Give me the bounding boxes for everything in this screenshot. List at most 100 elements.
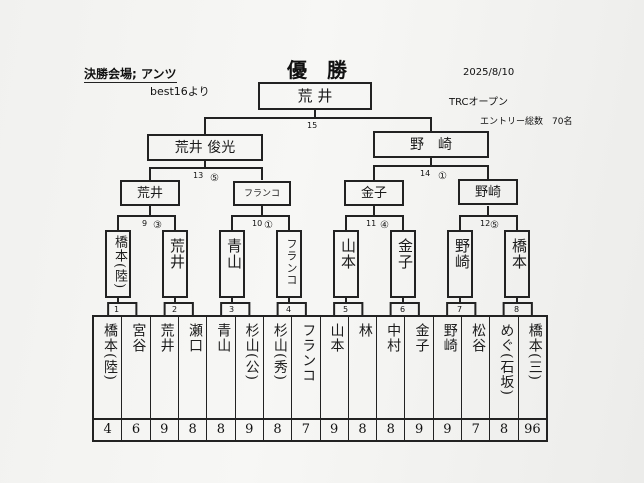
round16-name: 青山 [225,238,243,270]
player-score: 4 [94,420,123,440]
player-score: 6 [122,420,151,440]
semifinal-left-name: 荒井 俊光 [174,140,236,156]
player-name: 橋本(三) [526,323,543,381]
player-name: 杉山(秀) [271,323,288,381]
player-bracket-line [389,302,420,315]
player-cell: 橋本(三) [519,317,546,418]
player-name: 荒井 [158,323,175,353]
quarterfinal-match-no: 11 [366,219,377,228]
semifinal-right-match-no: 14 [420,169,431,178]
player-bracket-line [220,302,251,315]
player-bracket-line [446,302,477,315]
player-cell: 野崎 [434,317,463,418]
player-score: 9 [236,420,264,440]
round16-box-8: 橋本 [504,230,530,298]
player-bracket-line [333,302,364,315]
entries-label: エントリー総数 70名 [480,117,573,127]
subtitle-label: best16より [150,85,210,98]
round16-box-3: 青山 [219,230,245,298]
player-cell: 山本 [321,317,349,418]
player-score: 7 [462,420,491,440]
quarterfinal-name: 荒井 [136,186,163,201]
semifinal-left-score: ⑤ [210,173,219,184]
semifinal-bracket-line [204,117,432,134]
round16-bracket-line [231,215,290,230]
player-score: 8 [349,420,378,440]
quarterfinal-score: ① [264,220,273,231]
player-cell: 松谷 [462,317,491,418]
player-cell: 橋本(陸) [94,317,123,418]
player-cell: 荒井 [151,317,179,418]
quarterfinal-score: ⑤ [490,220,499,231]
quarterfinal-bracket-line [373,165,489,180]
semifinal-right-name: 野 崎 [410,137,452,153]
quarterfinal-name: 金子 [360,186,387,201]
quarterfinal-name: フランコ [243,189,280,199]
player-cell: 中村 [377,317,406,418]
quarterfinal-box-4: 野崎 [458,179,518,205]
player-bracket-line [276,302,307,315]
round16-match-no: 1 [114,305,120,314]
round16-name: 荒井 [168,238,186,270]
player-cell: 杉山(秀) [264,317,293,418]
round16-match-no: 6 [400,305,406,314]
player-name: 松谷 [470,323,487,353]
venue-label: 決勝会場; アンツ [84,67,177,83]
quarterfinal-box-3: 金子 [344,180,404,206]
player-cell: 杉山(公) [236,317,264,418]
round16-box-4: フランコ [276,230,302,298]
quarterfinal-match-no: 12 [480,219,491,228]
player-name: 宮谷 [130,323,147,353]
player-name-row: 橋本(陸)宮谷荒井瀬口青山杉山(公) 杉山(秀) フランコ山本林中村金子野崎松谷めぐ… [94,317,546,420]
round16-bracket-line [117,215,176,230]
winner-name: 荒 井 [297,87,333,105]
round16-name: 橋本(陸) [112,235,127,290]
round16-match-no: 3 [229,305,235,314]
player-name: 青山 [215,323,232,353]
player-cell: 金子 [405,317,434,418]
round16-match-no: 5 [343,305,349,314]
player-name: めぐ(石坂) [498,323,515,396]
player-cell: 林 [349,317,378,418]
player-score: 8 [490,420,519,440]
semifinal-left-match-no: 13 [193,171,204,180]
player-name: 瀬口 [186,323,203,353]
player-name: フランコ [300,323,317,383]
player-bracket-line [163,302,194,315]
player-cell: 宮谷 [122,317,151,418]
player-score: 9 [151,420,179,440]
semifinal-left-box: 荒井 俊光 [147,134,263,161]
round16-box-7: 野崎 [447,230,473,298]
player-score: 9 [434,420,463,440]
player-score: 9 [405,420,434,440]
round16-name: 金子 [396,238,414,270]
final-box: 荒 井 [258,82,372,110]
player-score: 8 [377,420,406,440]
player-cell: 青山 [207,317,236,418]
player-score: 8 [179,420,208,440]
round16-box-5: 山本 [333,230,359,298]
date-label: 2025/8/10 [463,67,515,78]
round16-box-6: 金子 [390,230,416,298]
player-name: 山本 [328,323,345,353]
round16-name: 野崎 [453,238,471,270]
event-label: TRCオープン [449,97,508,108]
semifinal-right-score: ① [438,171,447,182]
quarterfinal-box-1: 荒井 [120,180,180,206]
round16-match-no: 2 [172,305,178,314]
round16-match-no: 8 [514,305,520,314]
player-cell: 瀬口 [179,317,208,418]
round16-name: フランコ [285,238,298,286]
player-name: 林 [356,323,373,338]
round16-match-no: 7 [457,305,463,314]
final-match-no: 15 [307,121,318,130]
player-table: 橋本(陸)宮谷荒井瀬口青山杉山(公) 杉山(秀) フランコ山本林中村金子野崎松谷めぐ… [92,315,548,442]
quarterfinal-match-no: 9 [142,219,148,228]
quarterfinal-box-2: フランコ [233,181,291,206]
quarterfinal-match-no: 10 [252,219,263,228]
player-score: 8 [207,420,236,440]
player-score: 96 [524,422,541,437]
round16-match-no: 4 [286,305,292,314]
